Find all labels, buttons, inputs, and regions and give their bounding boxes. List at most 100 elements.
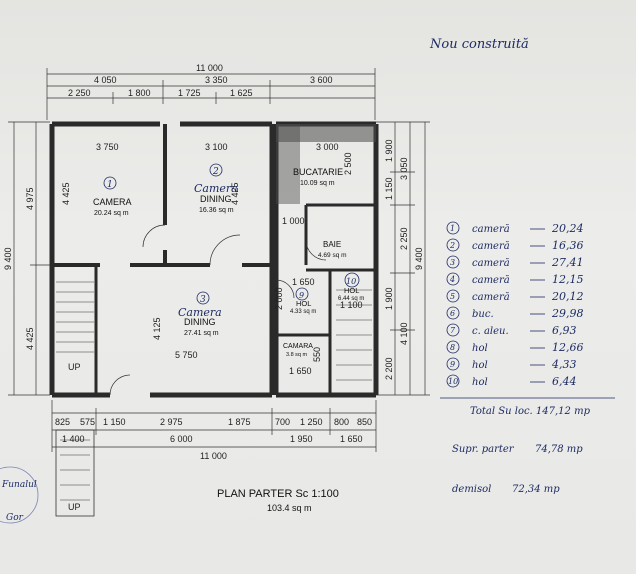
legend-total: Total Su loc. 147,12 mp: [470, 406, 591, 417]
dim-inner-5750: 5 750: [175, 350, 198, 360]
dim-bottom-1-4: 1 875: [228, 417, 251, 427]
legend-label: cameră: [472, 292, 510, 303]
room-name: BAIE: [323, 240, 341, 249]
legend-number-circle: [446, 238, 460, 252]
legend-value: 29,98: [551, 307, 584, 320]
room-number: 3: [200, 295, 206, 305]
legend-number: 5: [450, 292, 455, 301]
room-number: 10: [346, 277, 356, 286]
dim-top-2-2: 3 600: [310, 75, 333, 85]
room-bathroom: BAIE 4.69 sq m: [318, 240, 347, 259]
dim-right-4: 9 400: [414, 247, 424, 270]
legend-number: 6: [450, 309, 455, 318]
room-area: 4.33 sq m: [290, 309, 316, 315]
dim-inner-room3-height: 4 125: [152, 317, 162, 340]
dim-top-2-0: 4 050: [94, 75, 117, 85]
summary-ground-label: Supr. parter: [452, 444, 515, 455]
room-hall-10: 10 HOL 6.44 sq m: [338, 272, 364, 302]
legend-number-circle: [446, 374, 460, 388]
legend-label: c. aleu.: [472, 326, 509, 337]
legend-row: 6 buc. 29,98: [446, 306, 584, 320]
legend-label: cameră: [472, 224, 510, 235]
dim-right-3: 2 250: [399, 227, 409, 250]
dim-inner-room1-height: 4 425: [61, 182, 71, 205]
dim-bottom-2-0: 1 400: [62, 434, 85, 444]
dim-inner-1650-bottom: 1 650: [289, 366, 312, 376]
legend-value: 27,41: [551, 256, 584, 269]
dim-bottom-1-2: 1 150: [103, 417, 126, 427]
legend-label: hol: [472, 377, 488, 388]
door-swings: [109, 224, 327, 396]
dim-bottom-1-7: 800: [334, 417, 349, 427]
dim-right-0: 1 900: [384, 139, 394, 162]
legend-number-circle: [446, 357, 460, 371]
room-area: 10.09 sq m: [300, 180, 335, 187]
dim-right-1: 3 050: [399, 157, 409, 180]
room-hall-9: 9 HOL 4.33 sq m: [290, 287, 316, 315]
dim-inner-1650-top: 1 650: [292, 277, 315, 287]
kitchen-wall-shade-left: [276, 124, 300, 204]
dim-bottom-1-1: 575: [80, 417, 95, 427]
room-name: HOL: [344, 286, 359, 295]
dim-bottom-2-2: 1 950: [290, 434, 313, 444]
plan-title: PLAN PARTER Sc 1:100: [217, 488, 339, 500]
stairs: [56, 281, 372, 501]
dim-top-3-2: 1 725: [178, 88, 201, 98]
dim-right-2: 1 150: [384, 177, 394, 200]
legend-number-circle: [446, 340, 460, 354]
stamp: Funalul Gor: [0, 466, 39, 524]
dim-top-3-3: 1 625: [230, 88, 253, 98]
room-handwritten-name: Camera: [178, 306, 222, 319]
dim-top-2-1: 3 350: [205, 75, 228, 85]
legend-number-circle: [446, 221, 460, 235]
room-area: 3.8 sq m: [286, 352, 308, 358]
stair-up-label: UP: [68, 362, 81, 372]
stamp-text: Funalul: [1, 480, 37, 490]
legend-number: 8: [450, 343, 455, 352]
dim-top-3-0: 2 250: [68, 88, 91, 98]
legend-value: 4,33: [551, 358, 577, 371]
room-area: 16.36 sq m: [199, 207, 234, 214]
plan-area: 103.4 sq m: [267, 503, 312, 513]
room-number: 9: [299, 291, 304, 300]
top-dimension-lines: [46, 68, 376, 120]
dim-left-total: 9 400: [3, 247, 13, 270]
dim-bottom-1-5: 700: [275, 417, 290, 427]
right-dimension-lines: [375, 121, 430, 396]
legend-value: 16,36: [552, 239, 584, 252]
stair-up-label-ext: UP: [68, 502, 81, 512]
room-area: 20.24 sq m: [94, 210, 129, 217]
legend-number: 10: [448, 377, 458, 386]
dim-top-3-1: 1 800: [128, 88, 151, 98]
dim-bottom-1-6: 1 250: [300, 417, 323, 427]
dim-inner-1000: 1 000: [282, 216, 305, 226]
dim-bottom-total: 11 000: [200, 451, 227, 461]
dim-bottom-2-1: 6 000: [170, 434, 193, 444]
summary-basement-value: 72,34 mp: [512, 484, 560, 495]
dim-bottom-1-3: 2 975: [160, 417, 183, 427]
dim-inner-room2-height: 4 425: [230, 182, 240, 205]
legend-number: 1: [450, 224, 455, 233]
legend-number-circle: [446, 306, 460, 320]
legend-number-circle: [446, 272, 460, 286]
legend-label: buc.: [472, 309, 494, 320]
room-name: CAMERA: [93, 197, 132, 207]
room-area: 6.44 sq m: [338, 296, 364, 302]
room-area: 4.69 sq m: [318, 252, 347, 259]
summary-basement-label: demisol: [452, 484, 491, 495]
legend-label: cameră: [472, 275, 510, 286]
legend-number-circle: [446, 323, 460, 337]
room-number: 2: [212, 167, 219, 177]
room-name: HOL: [296, 299, 311, 308]
room-1: 1 CAMERA 20.24 sq m: [93, 176, 132, 217]
dim-bottom-2-3: 1 650: [340, 434, 363, 444]
summary-ground-value: 74,78 mp: [535, 444, 583, 455]
dim-bottom-1-8: 850: [357, 417, 372, 427]
legend-number: 3: [450, 258, 455, 267]
